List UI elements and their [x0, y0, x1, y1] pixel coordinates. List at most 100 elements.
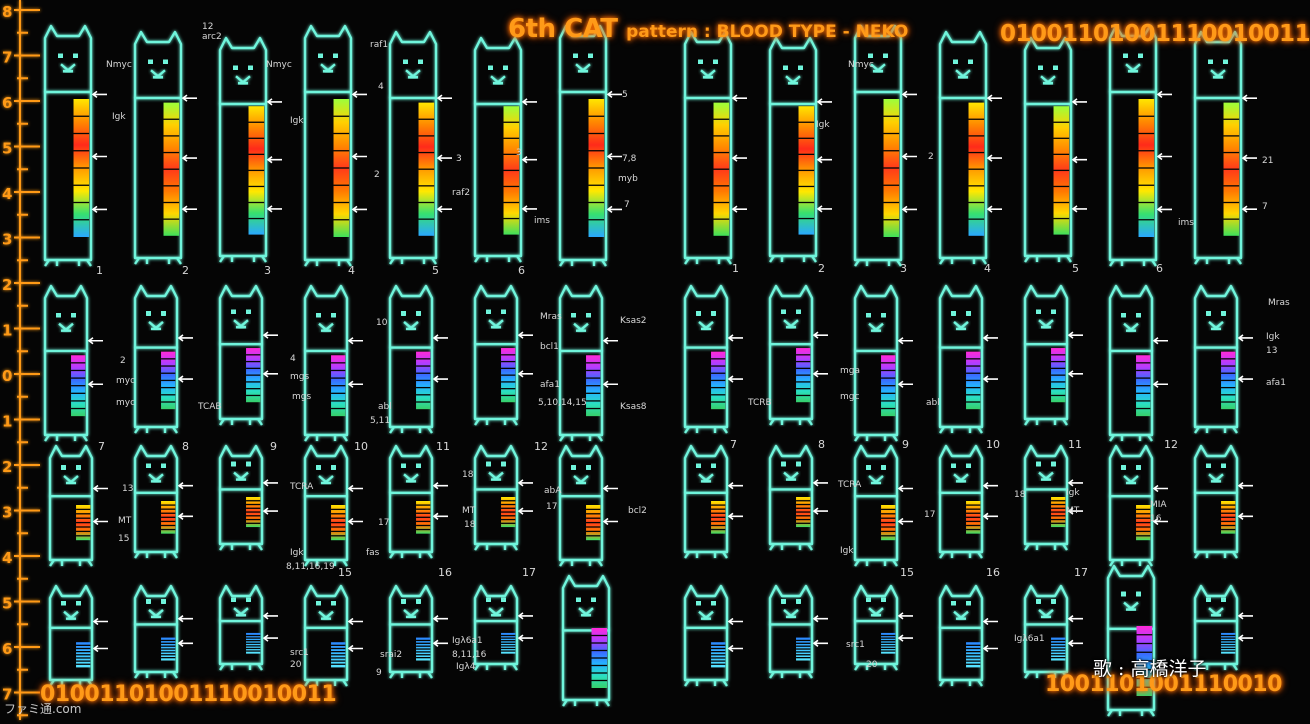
cat-mouth [488, 319, 504, 329]
cat-head-outline [558, 24, 608, 92]
gene-pointer-arrow [1152, 337, 1168, 345]
cat-chromosome [552, 284, 618, 442]
gene-pointer-arrow [181, 154, 197, 162]
cat-eye-right [502, 65, 509, 71]
cat-eye-right [1220, 310, 1227, 317]
cat-mouth [698, 473, 714, 483]
cat-head-outline [853, 444, 899, 497]
gene-label: mgc [840, 392, 860, 402]
gene-label: srai2 [380, 650, 403, 660]
cat-body-outline [48, 495, 94, 562]
cat-body-outline [768, 342, 814, 421]
gene-pointer-arrow [1241, 154, 1257, 162]
gene-label: 15 [118, 534, 130, 544]
chromosome-number: 9 [902, 438, 909, 451]
gene-pointer-arrow [1067, 479, 1083, 487]
gene-label: fas [366, 548, 380, 558]
cat-chromosome [297, 444, 363, 567]
cat-mouth [868, 607, 884, 617]
cat-eye-right [1220, 463, 1227, 469]
cat-chromosome [1187, 444, 1253, 559]
chromosome-number: 15 [900, 566, 914, 579]
cat-mouth [573, 475, 589, 485]
cat-feet [219, 663, 263, 671]
cat-eye-right [245, 308, 252, 315]
gene-pointer-arrow [727, 334, 743, 342]
gene-label: 13 [1266, 346, 1278, 356]
cat-feet [44, 259, 92, 267]
cat-mouth [575, 63, 591, 73]
gene-pointer-arrow [727, 644, 743, 653]
cat-mouth [1123, 322, 1139, 332]
ruler-label: 5 [2, 140, 12, 158]
cat-body-outline [43, 349, 89, 437]
gene-pointer-arrow [347, 617, 363, 626]
cat-head-outline [303, 584, 349, 628]
cat-mouth [1208, 607, 1224, 617]
chromosome-number: 16 [438, 566, 452, 579]
cat-feet [939, 426, 983, 434]
gene-label: 7,8 [622, 154, 637, 164]
cat-body-outline [303, 626, 349, 682]
cat-body-outline [768, 102, 818, 258]
cat-eye-left [697, 59, 704, 65]
cat-eye-right [245, 596, 252, 603]
gene-pointer-arrow [91, 205, 107, 214]
cat-chromosome [762, 284, 828, 426]
cat-body-outline [768, 488, 814, 546]
gene-label: Igλ6a1 [1014, 634, 1045, 644]
gene-label: 3 [456, 154, 462, 164]
gene-pointer-arrow [521, 205, 537, 213]
cat-head-outline [1106, 564, 1156, 629]
watermark-logo: ファミ通.com [4, 702, 82, 716]
cat-eye-right [712, 59, 719, 65]
gene-pointer-arrow [347, 337, 363, 345]
cat-head-outline [218, 36, 268, 104]
cat-feet [474, 255, 522, 263]
gene-pointer-arrow [1067, 370, 1083, 378]
cat-head-outline [48, 444, 94, 497]
cat-feet [939, 257, 987, 265]
cat-feet [769, 671, 813, 679]
cat-eye-left [782, 65, 789, 71]
cat-head-outline [133, 444, 179, 493]
cat-feet [134, 257, 182, 265]
gene-pointer-arrow [181, 94, 197, 102]
cat-feet [562, 699, 610, 707]
gene-label: 4 [378, 82, 384, 92]
gene-pointer-arrow [432, 615, 448, 623]
cat-feet [854, 559, 898, 567]
cat-feet [304, 559, 348, 567]
cat-chromosome [677, 584, 743, 687]
ruler-label: 1 [2, 413, 12, 431]
cat-eye-right [795, 308, 802, 315]
cat-eye-right [880, 464, 887, 471]
cat-eye-left [485, 596, 492, 603]
cat-body-outline [218, 619, 264, 666]
cat-mouth [700, 69, 716, 79]
cat-feet [939, 551, 983, 559]
cat-mouth [953, 610, 969, 620]
cat-chromosome [297, 24, 367, 267]
gene-label: 9 [376, 668, 382, 678]
cat-head-outline [1193, 30, 1243, 98]
ruler-label: 2 [2, 458, 12, 476]
cat-eye-right [710, 600, 717, 606]
chromosome-number: 7 [730, 438, 737, 451]
chromosome-number: 6 [518, 264, 525, 277]
gene-pointer-arrow [602, 484, 618, 493]
gene-pointer-arrow [986, 205, 1002, 213]
cat-body-outline [853, 349, 899, 437]
cat-eye-right [160, 310, 167, 317]
cat-feet [134, 551, 178, 559]
cat-body-outline [938, 96, 988, 260]
gene-pointer-arrow [92, 644, 108, 653]
gene-label: MT [1066, 506, 1080, 516]
cat-eye-right [710, 463, 717, 469]
cat-head-outline [683, 444, 729, 493]
gene-label: src1 [846, 640, 865, 650]
chromosome-number: 10 [354, 440, 368, 453]
cat-body-outline [218, 102, 268, 258]
gene-label: mgs [292, 392, 312, 402]
